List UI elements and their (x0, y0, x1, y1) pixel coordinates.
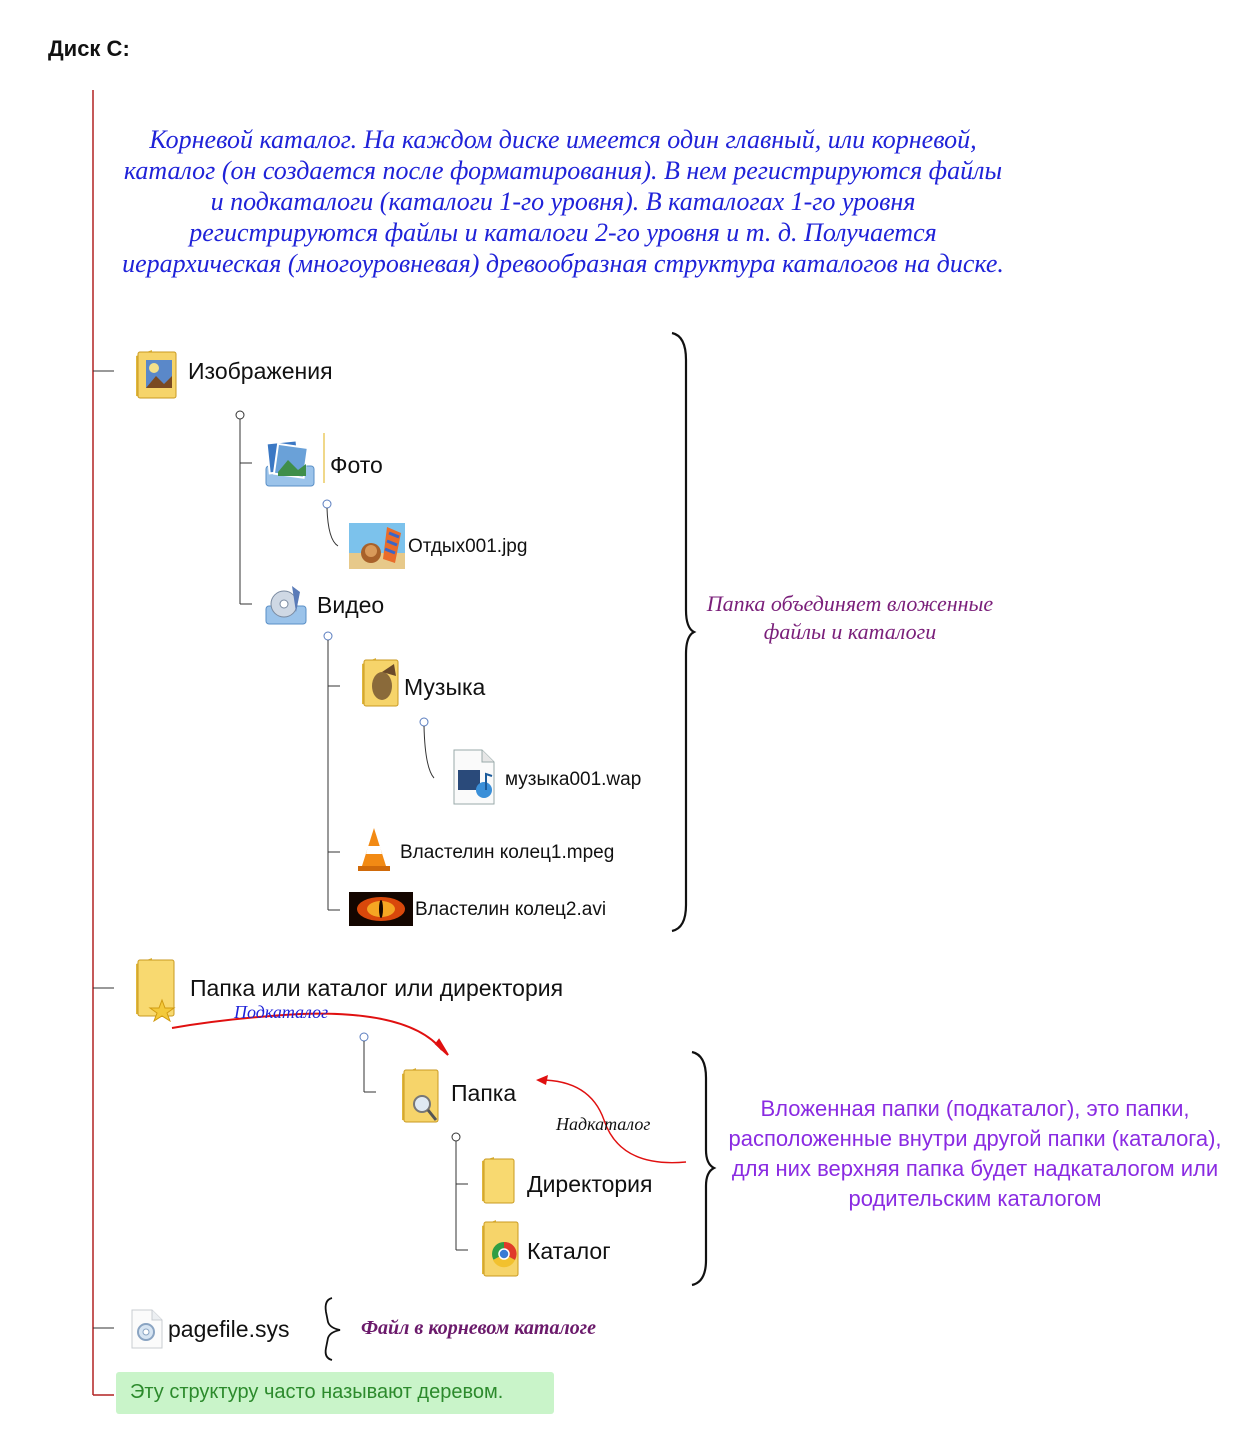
disk-title: Диск С: (48, 36, 130, 61)
photo-folder-icon (262, 436, 318, 497)
vlc-video-file-icon (352, 822, 396, 883)
sub-folder-label[interactable]: Папка (451, 1080, 517, 1106)
subcatalog-arrow-label: Подкаталог (234, 1002, 329, 1022)
tree-note-text: Эту структуру часто называют деревом. (130, 1381, 504, 1403)
root-catalog-description: Корневой каталог. На каждом диске имеетс… (122, 125, 1004, 278)
eye-video-file-icon (349, 892, 413, 931)
video-file-1-label[interactable]: Властелин колец1.mpeg (400, 842, 615, 863)
images-folder-icon (132, 346, 182, 407)
supercatalog-arrow-label: Надкаталог (556, 1114, 651, 1134)
folder-star-icon (132, 956, 180, 1027)
video-folder-icon (262, 582, 310, 633)
audio-file-icon (450, 748, 498, 811)
video-file-2-label[interactable]: Властелин колец2.avi (415, 899, 607, 920)
video-folder-label[interactable]: Видео (317, 592, 385, 618)
audio-file-label[interactable]: музыка001.wap (505, 769, 642, 790)
music-folder-label[interactable]: Музыка (404, 674, 486, 700)
plain-folder-icon (478, 1155, 518, 1212)
tree-note-box: Эту структуру часто называют деревом. (116, 1372, 554, 1414)
system-file-icon (130, 1308, 164, 1355)
photo-file-label[interactable]: Отдых001.jpg (408, 536, 528, 557)
chrome-folder-icon (478, 1218, 522, 1285)
images-folder-label[interactable]: Изображения (188, 358, 333, 384)
catalog-folder-label[interactable]: Каталог (527, 1238, 611, 1264)
root-folder-label[interactable]: Папка или каталог или директория (190, 975, 564, 1001)
photo-folder-divider (323, 433, 325, 483)
photo-file-thumbnail-icon (349, 523, 405, 574)
photo-folder-label[interactable]: Фото (330, 452, 383, 478)
directory-folder-label[interactable]: Директория (527, 1171, 653, 1197)
nested-folder-note: Вложенная папки (подкаталог), это папки,… (728, 1096, 1222, 1211)
music-folder-icon (358, 656, 402, 715)
root-file-label[interactable]: pagefile.sys (168, 1316, 290, 1342)
root-file-note: Файл в корневом каталоге (361, 1317, 597, 1339)
folder-note: Папка объединяет вложенные файлы и катал… (706, 591, 994, 644)
search-folder-icon (398, 1066, 444, 1131)
